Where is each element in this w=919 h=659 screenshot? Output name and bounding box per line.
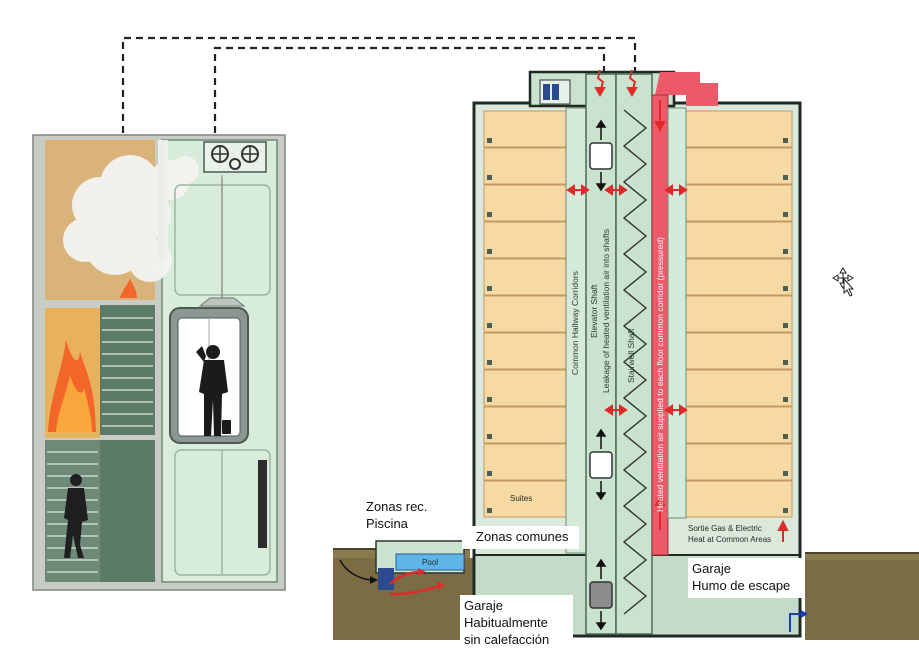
sortie-label-1: Sortie Gas & Electric	[688, 524, 762, 533]
smoke-cloud	[63, 140, 199, 282]
garaje-sin-text-3: sin calefacción	[464, 632, 550, 647]
zonas-rec-label: Zonas rec. Piscina	[362, 497, 432, 533]
stair-zigzag	[622, 109, 648, 615]
common-hallway-label: Common Hallway Corridors	[570, 271, 580, 375]
garage-exhaust-arrow	[789, 610, 808, 632]
move-cursor-icon	[832, 267, 855, 297]
stairwell-label: Stairwell Shaft	[626, 328, 636, 383]
garaje-humo-text-1: Garaje	[692, 561, 732, 576]
garaje-humo-label: Garaje Humo de escape	[688, 558, 805, 598]
sortie-label-2: Heat at Common Areas	[688, 535, 771, 544]
suite-markers	[487, 138, 788, 513]
elevator-direction-arrows	[595, 119, 607, 631]
garaje-sin-text-1: Garaje	[464, 598, 504, 613]
piscina-text: Piscina	[366, 516, 408, 531]
pool-label: Pool	[422, 558, 438, 567]
garaje-sin-text-2: Habitualmente	[464, 615, 548, 630]
counterweight	[258, 460, 267, 548]
elevator-machinery-icon	[203, 141, 267, 173]
elevator-shaft-label: Elevator Shaft	[589, 284, 599, 338]
shaft-elevator-cars	[589, 142, 613, 609]
air-flow-arrows	[566, 69, 789, 542]
fire-icon	[48, 278, 137, 432]
pool-area	[339, 540, 465, 596]
person-in-elevator-icon	[196, 345, 231, 436]
garaje-humo-text-2: Humo de escape	[692, 578, 791, 593]
zonas-comunes-label: Zonas comunes	[462, 526, 579, 549]
suites-right	[685, 110, 793, 518]
heated-vent-label: Heated ventilation air supplied to each …	[655, 237, 665, 512]
corridor-right	[667, 107, 687, 519]
garaje-sin-calefaccion-label: Garaje Habitualmente sin calefacción	[460, 595, 574, 650]
dashed-connection-lines	[121, 36, 637, 133]
suites-label: Suites	[510, 494, 532, 503]
leakage-label: Leakage of heated ventilation air into s…	[601, 229, 611, 393]
suites-left	[483, 110, 567, 518]
zonas-comunes-text: Zonas comunes	[476, 529, 569, 544]
person-on-stairs-icon	[64, 474, 88, 558]
zonas-rec-text: Zonas rec.	[366, 499, 428, 514]
